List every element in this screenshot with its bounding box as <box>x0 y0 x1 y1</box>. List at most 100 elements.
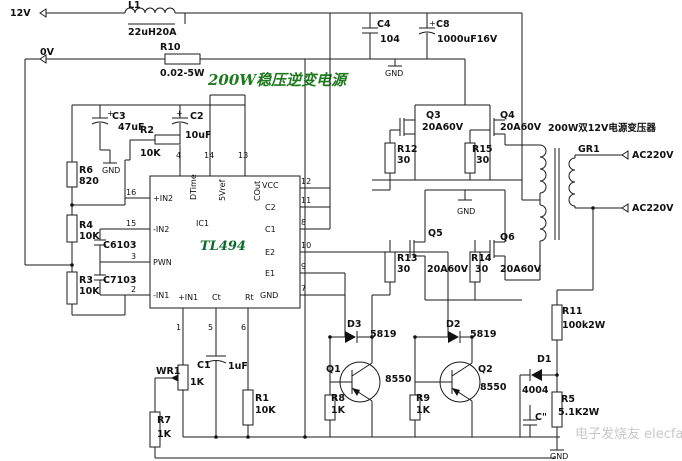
net-0v-label: 0V <box>40 47 55 58</box>
r2-ref: R2 <box>140 125 154 136</box>
r8-value: 1K <box>331 405 346 416</box>
resistor-r2 <box>154 134 181 145</box>
transformer-gr1 <box>522 144 576 280</box>
pin-label-e2: E2 <box>265 248 275 257</box>
r4-value: 10K <box>79 231 100 242</box>
c4-value: 104 <box>380 34 400 45</box>
r12-ref: R12 <box>397 144 418 155</box>
svg-text:+: + <box>107 109 114 118</box>
gr1-description: 200W双12V电源变压器 <box>548 122 656 134</box>
pin-7: 7 <box>301 284 306 293</box>
r9-ref: R9 <box>416 393 430 404</box>
r5-value: 5.1K2W <box>558 407 600 418</box>
pin-label-vref: 5Vref <box>218 179 227 201</box>
wr1-ref: WR1 <box>156 366 180 377</box>
r3-value: 10K <box>79 286 100 297</box>
resistor-r12 <box>384 142 396 174</box>
pin-12: 12 <box>301 177 311 186</box>
r2-value: 10K <box>140 148 161 159</box>
q2-ref: Q2 <box>478 364 493 375</box>
transistor-q1 <box>330 337 381 437</box>
l1-value: 22uH20A <box>128 27 177 38</box>
ac-output-arrow-1 <box>621 150 629 160</box>
gnd-symbol-c3 <box>100 149 117 164</box>
pin-label-pwn: PWN <box>153 258 172 267</box>
q1-value: 8550 <box>385 374 412 385</box>
pin-5: 5 <box>208 323 213 332</box>
svg-text:+: + <box>429 19 436 28</box>
r6-value: 820 <box>79 176 99 187</box>
d2-value: 5819 <box>470 329 496 340</box>
transistor-q2 <box>415 337 481 437</box>
r15-value: 30 <box>476 155 490 166</box>
c8-ref: C8 <box>436 19 450 30</box>
capacitor-c4 <box>362 13 378 59</box>
r1-value: 10K <box>255 405 276 416</box>
ic-part-label: TL494 <box>200 239 246 254</box>
gnd-label-c3: GND <box>102 166 120 175</box>
r1-ref: R1 <box>255 393 269 404</box>
ic-ref: IC1 <box>196 219 209 228</box>
pin-3: 3 <box>131 252 136 261</box>
q2-value: 8550 <box>480 382 507 393</box>
c1-value: 1uF <box>228 361 248 372</box>
resistor-r6 <box>66 161 78 188</box>
diode-d3 <box>330 331 372 343</box>
pin-15: 15 <box>126 219 136 228</box>
d3-ref: D3 <box>347 319 362 330</box>
capacitor-c7 <box>94 262 106 295</box>
tl494-chip <box>149 175 301 309</box>
c5-ref: C" <box>535 412 547 423</box>
l1-ref: L1 <box>128 0 141 11</box>
q5-value: 20A60V <box>427 264 469 275</box>
r11-value: 100k2W <box>562 320 606 331</box>
q4-ref: Q4 <box>500 110 515 121</box>
r14-value: 30 <box>475 264 489 275</box>
capacitor-c8: + <box>418 13 436 59</box>
resistor-r4 <box>66 214 78 243</box>
pin-label-c2: C2 <box>265 203 276 212</box>
c4-ref: C4 <box>377 19 391 30</box>
gnd-label-bottom: GND <box>550 452 568 461</box>
r5-ref: R5 <box>561 394 575 405</box>
pin-label-in2p: +IN2 <box>153 194 173 203</box>
gnd-symbol-top <box>388 59 402 67</box>
wr1-value: 1K <box>190 377 205 388</box>
r7-value: 1K <box>157 429 172 440</box>
pin-label-e1: E1 <box>265 269 275 278</box>
c3-ref: C3 <box>112 111 126 122</box>
capacitor-c5 <box>523 405 537 437</box>
q3-ref: Q3 <box>426 110 441 121</box>
pin-8: 8 <box>301 218 306 227</box>
diode-d1 <box>519 369 557 437</box>
circuit-title: 200W稳压逆变电源 <box>207 71 349 89</box>
q3-value: 20A60V <box>422 122 464 133</box>
pin-9: 9 <box>301 262 306 271</box>
r10-ref: R10 <box>160 42 181 53</box>
q6-value: 20A60V <box>500 264 542 275</box>
pin-label-rt: Rt <box>245 293 254 302</box>
pin-10: 10 <box>301 241 311 250</box>
q5-ref: Q5 <box>428 228 443 239</box>
pin-2: 2 <box>131 285 136 294</box>
resistor-r11 <box>551 304 563 341</box>
ac-output-2: AC220V <box>632 203 674 214</box>
r4-ref: R4 <box>79 220 93 231</box>
q1-ref: Q1 <box>326 364 341 375</box>
ac-output-1: AC220V <box>632 150 674 161</box>
gnd-symbol-bridge <box>458 190 472 201</box>
net-12v-label: 12V <box>10 8 31 19</box>
ac-output-arrow-2 <box>621 203 629 213</box>
capacitor-c6 <box>94 229 106 262</box>
r6-ref: R6 <box>79 165 93 176</box>
mosfet-q6 <box>480 190 506 280</box>
mosfet-q3 <box>390 105 416 145</box>
pin-4: 4 <box>176 151 181 160</box>
c2-value: 10uF <box>185 130 211 141</box>
r15-ref: R15 <box>472 144 493 155</box>
gnd-label-bridge: GND <box>457 207 475 216</box>
r12-value: 30 <box>397 155 411 166</box>
pin-label-in1n: -IN1 <box>153 291 169 300</box>
gnd-label-top: GND <box>385 69 403 78</box>
